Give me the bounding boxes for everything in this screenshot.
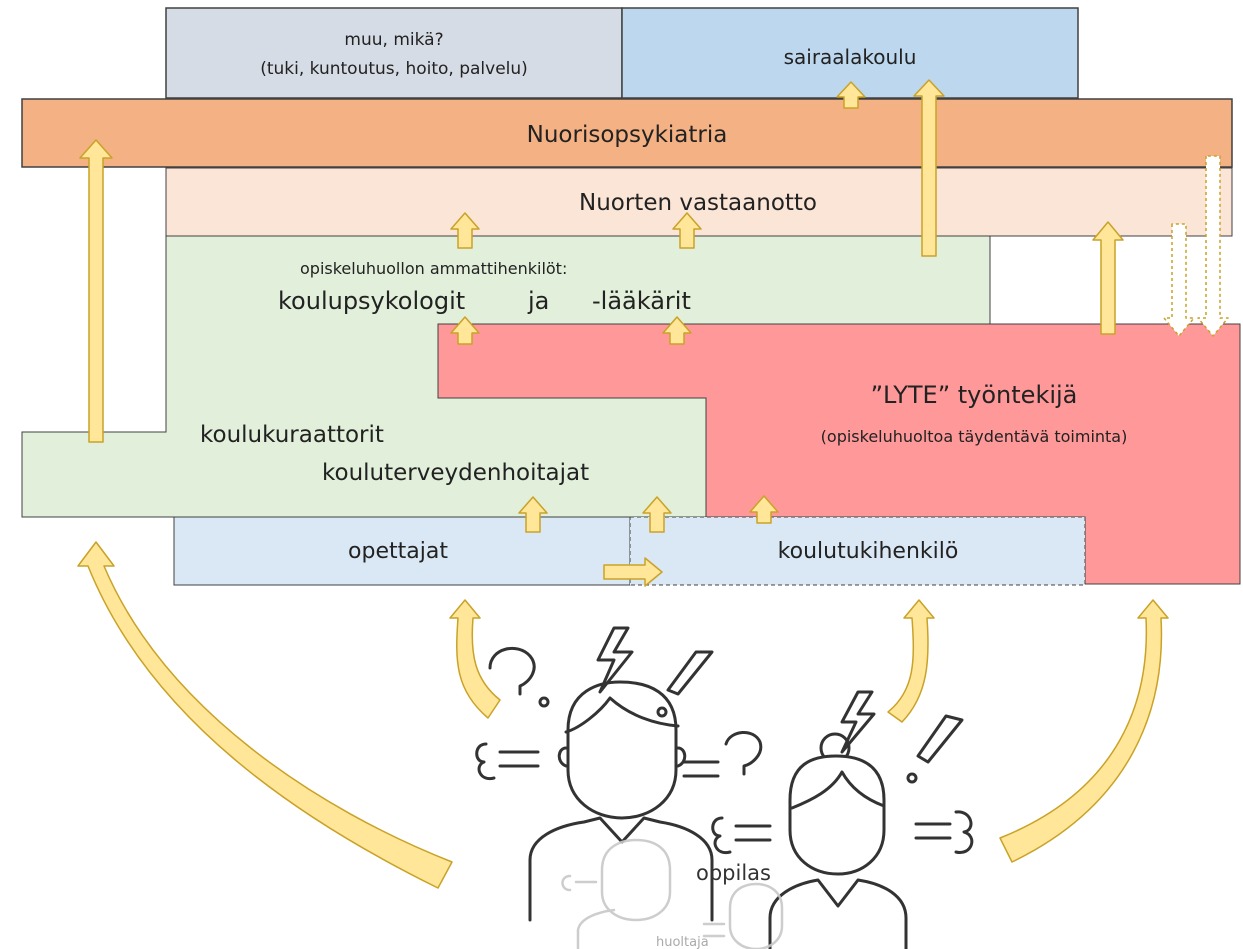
koulutukihenkilo-box [629,516,1086,586]
guardian-figure-icon [768,732,908,949]
opiskeluhuolto-label-line1: opiskeluhuollon ammattihenkilöt: [300,259,567,278]
arrow-up-icon [836,81,866,109]
arrow-up-icon [450,212,480,249]
arrow-right-icon [603,557,663,587]
arrow-up-icon [518,496,548,533]
lyte-title: ”LYTE” työntekijä [871,381,1078,409]
exclamation-icon [906,714,964,784]
kouluterveydenhoitajat-label: kouluterveydenhoitajat [322,460,589,486]
sairaalakoulu-label: sairaalakoulu [784,45,917,69]
arrow-up-icon [642,496,672,533]
muu-box [165,7,623,99]
koulupsykologit-label: koulupsykologit [278,287,465,315]
puff-icon [475,742,540,781]
muu-label-line1: muu, mikä? [344,30,443,50]
arrow-down-dashed-icon [1163,223,1195,337]
curved-arrow-icon [999,599,1169,863]
student-figure-icon [528,680,714,922]
guardian-label: huoltaja [656,935,709,949]
arrow-up-icon [749,495,779,524]
puff-icon [682,760,720,778]
opettajat-box [173,516,631,586]
koulutukihenkilo-label: koulutukihenkilö [778,539,959,564]
nuorten-vastaanotto-box [165,167,1233,237]
arrow-down-dashed-icon [1197,155,1229,337]
opettajat-label: opettajat [348,539,448,564]
ja-label: ja [527,287,549,315]
question-icon [488,646,550,708]
muu-label-line2: (tuki, kuntoutus, hoito, palvelu) [260,59,528,79]
puff-icon [711,816,772,855]
puff-icon [914,810,974,854]
laakarit-label: -lääkärit [592,287,691,315]
exclamation-icon [656,650,714,718]
arrow-up-icon [1092,221,1124,335]
curved-arrow-icon [77,541,453,889]
arrow-up-icon [672,212,702,249]
student-label: oppilas [696,861,771,885]
faded-figure-icon [561,838,672,949]
faded-figure-icon [702,882,784,949]
arrow-up-icon [450,316,480,345]
lightning-icon [840,690,876,754]
question-icon [724,731,763,776]
curved-arrow-icon [449,599,501,719]
arrow-up-icon [662,316,692,345]
nuorisopsykiatria-label: Nuorisopsykiatria [527,122,728,148]
curved-arrow-icon [887,599,935,723]
lightning-icon [596,626,634,694]
koulukuraattorit-label: koulukuraattorit [200,422,384,448]
arrow-up-icon [913,79,945,257]
nuorten-vastaanotto-label: Nuorten vastaanotto [579,190,817,216]
nuorisopsykiatria-box [21,98,1233,168]
arrow-up-icon [79,139,113,443]
lyte-subtitle: (opiskeluhuoltoa täydentävä toiminta) [821,427,1128,446]
